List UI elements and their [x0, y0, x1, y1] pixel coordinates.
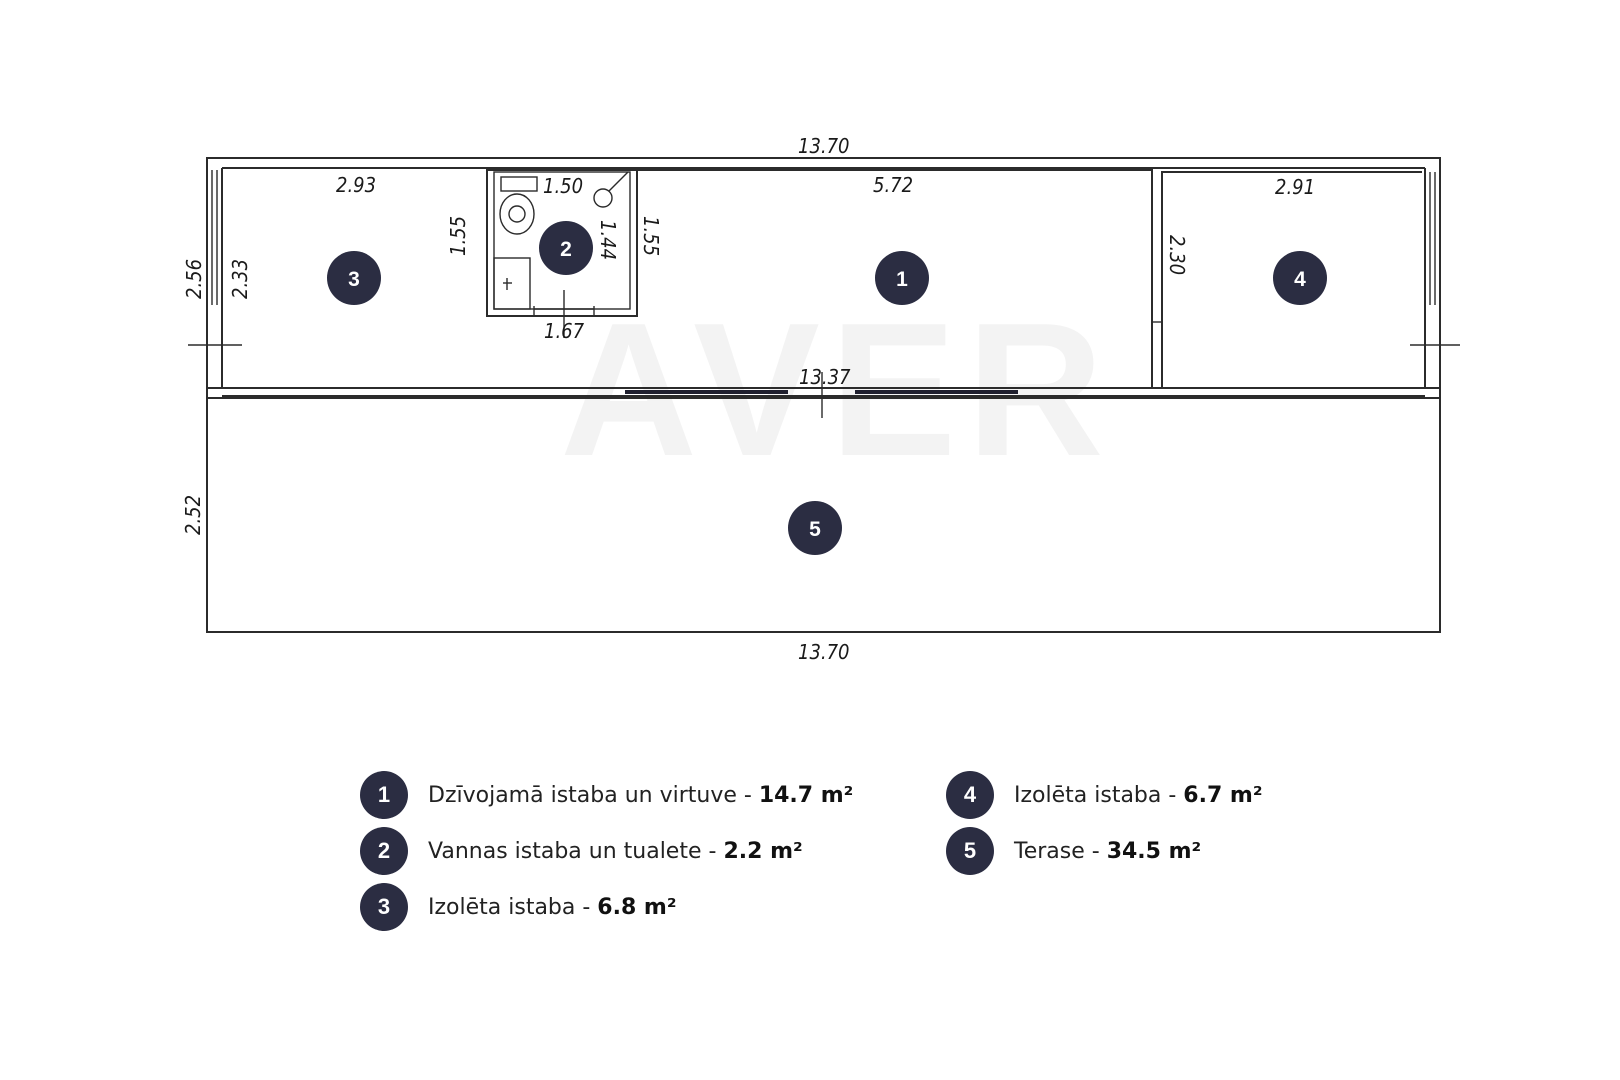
dim-bottom-total: 13.70	[798, 640, 850, 664]
dim-top-total: 13.70	[798, 134, 850, 158]
room-marker-3: 3	[327, 251, 381, 305]
room-marker-5: 5	[788, 501, 842, 555]
room4-wall	[1161, 171, 1422, 388]
dim-room4-width: 2.91	[1275, 175, 1315, 199]
legend-item-1: 1 Dzīvojamā istaba un virtuve - 14.7 m²	[360, 770, 853, 820]
legend-room-area: 34.5 m²	[1106, 838, 1202, 864]
living-room-wall	[637, 169, 1153, 388]
svg-text:1: 1	[896, 268, 908, 291]
legend-label: Izolēta istaba - 6.8 m²	[428, 895, 677, 920]
room-marker-4: 4	[1273, 251, 1327, 305]
legend-label: Dzīvojamā istaba un virtuve - 14.7 m²	[428, 783, 853, 808]
shower-tray	[493, 257, 531, 310]
legend-item-3: 3 Izolēta istaba - 6.8 m²	[360, 882, 677, 932]
floor-plan: AVER 13.70 13.70 2.93 1.50 5.72 2.91 1.6…	[181, 134, 1460, 664]
legend-item-2: 2 Vannas istaba un tualete - 2.2 m²	[360, 826, 803, 876]
legend-badge: 3	[360, 883, 408, 931]
dim-terrace-depth: 2.52	[181, 495, 205, 535]
svg-text:3: 3	[348, 268, 360, 291]
legend-label: Vannas istaba un tualete - 2.2 m²	[428, 839, 803, 864]
dim-bath-bottom: 1.67	[544, 319, 585, 343]
dim-room1-width: 5.72	[873, 173, 913, 197]
legend-room-area: 6.8 m²	[597, 894, 677, 920]
terrace-outline	[206, 397, 1441, 633]
room-marker-1: 1	[875, 251, 929, 305]
legend-badge: 1	[360, 771, 408, 819]
svg-text:4: 4	[1294, 268, 1306, 291]
dim-bath-left: 1.55	[446, 216, 470, 256]
legend-room-name: Izolēta istaba -	[1014, 782, 1184, 808]
legend-label: Izolēta istaba - 6.7 m²	[1014, 783, 1263, 808]
dim-room3-width: 2.93	[336, 173, 376, 197]
dim-left-outer: 2.56	[182, 259, 206, 299]
legend-room-area: 2.2 m²	[723, 838, 803, 864]
toilet-bowl	[499, 193, 535, 235]
toilet-seat	[508, 205, 526, 223]
legend-room-name: Terase -	[1014, 838, 1107, 864]
dim-bath-right: 1.55	[639, 216, 663, 256]
legend-room-name: Izolēta istaba -	[428, 894, 598, 920]
shower-arm	[608, 171, 629, 192]
legend-badge: 5	[946, 827, 994, 875]
dim-bath-inner: 1.44	[596, 220, 620, 260]
shower-head	[593, 188, 613, 208]
legend-room-name: Vannas istaba un tualete -	[428, 838, 724, 864]
legend-item-5: 5 Terase - 34.5 m²	[946, 826, 1201, 876]
dim-front-wall: 13.37	[799, 365, 851, 389]
legend-room-name: Dzīvojamā istaba un virtuve -	[428, 782, 759, 808]
room-marker-2: 2	[539, 221, 593, 275]
toilet-tank	[500, 176, 538, 192]
dim-left-inner: 2.33	[228, 259, 252, 299]
legend-room-area: 6.7 m²	[1183, 782, 1263, 808]
dim-room4-left: 2.30	[1165, 235, 1189, 275]
svg-text:2: 2	[560, 238, 572, 261]
dim-bath-width: 1.50	[543, 174, 583, 198]
legend: 1 Dzīvojamā istaba un virtuve - 14.7 m² …	[0, 760, 1620, 960]
legend-room-area: 14.7 m²	[758, 782, 854, 808]
legend-badge: 2	[360, 827, 408, 875]
svg-text:5: 5	[809, 518, 821, 541]
legend-label: Terase - 34.5 m²	[1014, 839, 1201, 864]
legend-badge: 4	[946, 771, 994, 819]
bathroom-wall	[486, 169, 638, 317]
legend-item-4: 4 Izolēta istaba - 6.7 m²	[946, 770, 1263, 820]
